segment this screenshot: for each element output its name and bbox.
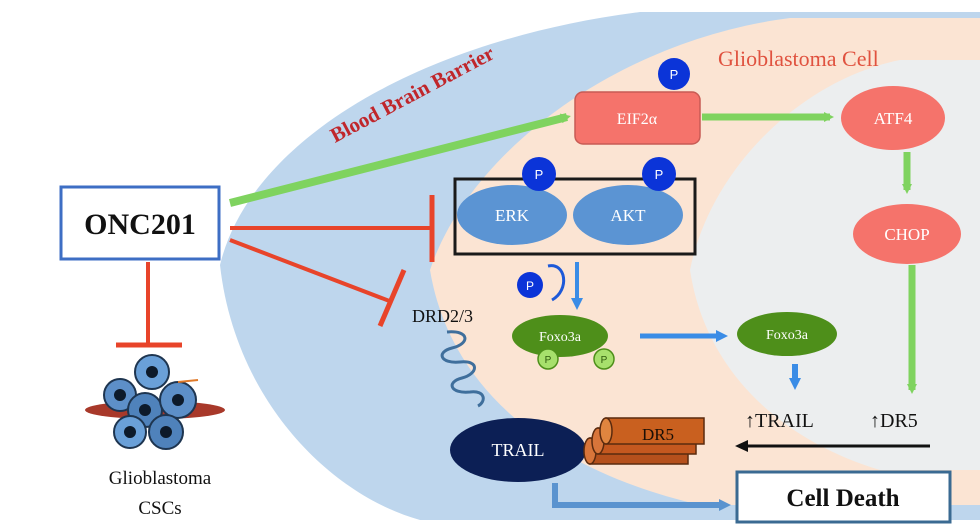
background-regions — [52, 0, 980, 531]
foxo3a-phosphorylated-node: Foxo3a P P — [512, 315, 615, 370]
atf4-label: ATF4 — [874, 109, 913, 128]
chop-node: CHOP — [853, 204, 961, 264]
akt-node: AKT — [573, 185, 683, 245]
up-trail-label: ↑TRAIL — [745, 410, 814, 432]
activation-arrow-onc201-eif2a — [229, 113, 571, 207]
inhibition-onc201-cscs — [116, 262, 182, 348]
eif2a-phospho-badge: P — [658, 58, 690, 90]
drd-receptor-icon — [440, 330, 485, 408]
svg-text:P: P — [535, 167, 544, 182]
erk-akt-complex: ERK AKT — [453, 177, 697, 256]
trail-ligand-node: TRAIL — [450, 418, 586, 482]
svg-text:P: P — [670, 67, 679, 82]
cscs-label-line2: CSCs — [138, 498, 181, 519]
atf4-node: ATF4 — [841, 86, 945, 150]
dephosphorylation-badge: P — [517, 264, 566, 302]
svg-text:P: P — [655, 167, 664, 182]
foxo3a-nuclear-node: Foxo3a — [737, 312, 837, 356]
drd-label: DRD2/3 — [412, 306, 473, 326]
foxo3a-left-label: Foxo3a — [539, 330, 582, 345]
chop-label: CHOP — [884, 225, 929, 244]
inhibition-onc201-drd — [229, 238, 407, 327]
glioblastoma-cscs-illustration — [85, 354, 225, 450]
trail-label: TRAIL — [492, 440, 545, 460]
arrow-to-cell-death — [552, 483, 731, 511]
svg-text:P: P — [526, 279, 534, 293]
onc201-node: ONC201 — [59, 185, 221, 261]
svg-text:P: P — [601, 355, 608, 366]
erk-phospho-badge: P — [522, 157, 556, 191]
up-dr5-label: ↑DR5 — [870, 410, 918, 432]
eif2a-label: EIF2α — [617, 111, 658, 128]
glioblastoma-cell-label: Glioblastoma Cell — [718, 46, 879, 71]
cscs-label-line1: Glioblastoma — [109, 468, 212, 489]
cell-death-label: Cell Death — [786, 485, 899, 512]
eif2a-node: EIF2α — [574, 91, 701, 145]
erk-label: ERK — [495, 206, 530, 225]
cell-death-node: Cell Death — [735, 470, 952, 524]
foxo3a-right-label: Foxo3a — [766, 328, 809, 343]
akt-label: AKT — [611, 206, 647, 225]
dr5-label: DR5 — [642, 425, 674, 444]
arrow-expression-to-membrane — [735, 440, 930, 452]
erk-node: ERK — [457, 185, 567, 245]
svg-text:P: P — [545, 355, 552, 366]
dr5-receptor-node: DR5 — [583, 417, 705, 465]
akt-phospho-badge: P — [642, 157, 676, 191]
onc201-label: ONC201 — [84, 208, 196, 241]
inhibition-onc201-erk-akt — [230, 195, 435, 262]
